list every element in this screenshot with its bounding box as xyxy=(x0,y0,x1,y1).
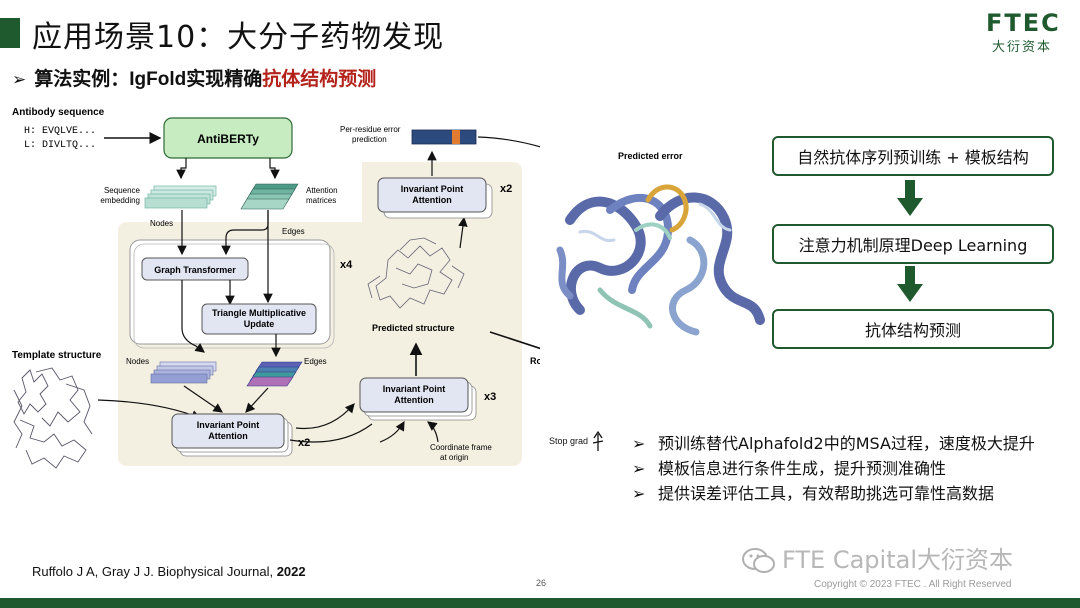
subtitle-algorithm-name: IgFold xyxy=(129,69,187,90)
per-residue-error-label-1: Per-residue error xyxy=(340,125,401,134)
graph-transformer-label: Graph Transformer xyxy=(154,265,236,275)
flow-down-arrow-icon xyxy=(897,266,923,302)
x3-repeat-label: x3 xyxy=(484,391,496,403)
rosetta-refinement-label: Rosetta refinement xyxy=(530,356,540,366)
x4-repeat-label: x4 xyxy=(340,259,353,271)
arrow-bullet-icon: ➢ xyxy=(632,459,646,478)
ipa-box-bottom xyxy=(171,413,285,449)
logo-wordmark: FTEC xyxy=(986,9,1061,37)
flow-step-pretraining: 自然抗体序列预训练 + 模板结构 xyxy=(772,136,1054,176)
arrow-bullet-icon: ➢ xyxy=(12,70,27,90)
attention-matrices-stack xyxy=(240,183,299,210)
antiberty-box xyxy=(163,117,293,159)
ipa-box-top xyxy=(377,177,487,213)
flow-step-prediction: 抗体结构预测 xyxy=(772,309,1054,349)
key-points-list: ➢ 预训练替代Alphafold2中的MSA过程，速度极大提升 ➢ 模板信息进行条件… xyxy=(630,433,1062,508)
ipa-top-label-1: Invariant Point xyxy=(401,184,464,194)
node-features-stack xyxy=(150,361,217,384)
triangle-multiplicative-label-2: Update xyxy=(244,319,275,329)
ftec-logo: FTEC 大衍资本 xyxy=(986,9,1061,55)
sequence-embedding-label-1: Sequence xyxy=(104,186,141,195)
ipa-middle-label-1: Invariant Point xyxy=(383,384,446,394)
flow-step-attention: 注意力机制原理Deep Learning xyxy=(772,224,1054,264)
antibody-sequence-label: Antibody sequence xyxy=(12,107,105,118)
page-number: 26 xyxy=(536,578,547,588)
attention-matrices-label-1: Attention xyxy=(306,186,338,195)
graph-transformer-box xyxy=(141,257,249,281)
ipa-middle-label-2: Attention xyxy=(394,395,434,405)
subtitle-prefix: 算法实例： xyxy=(34,68,130,90)
list-item: ➢ 模板信息进行条件生成，提升预测准确性 xyxy=(630,458,1062,480)
antiberty-label: AntiBERTy xyxy=(197,132,259,146)
watermark-text: FTE Capital大衍资本 xyxy=(782,546,1013,574)
stop-grad-legend: Stop grad xyxy=(549,430,604,452)
edges-label-top: Edges xyxy=(282,227,305,236)
copyright-notice: Copyright © 2023 FTEC . All Right Reserv… xyxy=(814,579,1012,590)
page-title: 应用场景10：大分子药物发现 xyxy=(32,20,445,55)
list-item: ➢ 提供误差评估工具，有效帮助挑选可靠性高数据 xyxy=(630,483,1062,505)
flow-down-arrow-icon xyxy=(897,180,923,216)
per-residue-error-label-2: prediction xyxy=(352,135,387,144)
predicted-error-label: Predicted error xyxy=(618,151,683,161)
citation-text: Ruffolo J A, Gray J J. Biophysical Journ… xyxy=(32,564,277,579)
footer-bar xyxy=(0,598,1080,608)
wechat-icon xyxy=(742,548,775,573)
ipa-bottom-label-1: Invariant Point xyxy=(197,420,260,430)
title-accent-bar xyxy=(0,18,20,48)
coordinate-frame-label-1: Coordinate frame xyxy=(430,443,492,452)
bullet-text: 预训练替代Alphafold2中的MSA过程，速度极大提升 xyxy=(658,434,1035,453)
logo-chinese-name: 大衍资本 xyxy=(991,40,1052,55)
subtitle-mid: 实现精确 xyxy=(186,68,263,90)
bullet-text: 提供误差评估工具，有效帮助挑选可靠性高数据 xyxy=(658,484,995,503)
predicted-error-protein-image: Predicted error xyxy=(556,151,765,336)
arrow-bullet-icon: ➢ xyxy=(632,434,646,453)
coordinate-frame-label-2: at origin xyxy=(440,453,468,462)
triangle-multiplicative-box xyxy=(201,303,317,335)
arrow-bullet-icon: ➢ xyxy=(632,484,646,503)
list-item: ➢ 预训练替代Alphafold2中的MSA过程，速度极大提升 xyxy=(630,433,1062,455)
x2-repeat-label-bottom: x2 xyxy=(298,437,310,449)
heavy-chain-sequence: H: EVQLVE... xyxy=(24,126,96,137)
bullet-text: 模板信息进行条件生成，提升预测准确性 xyxy=(658,459,947,478)
igfold-architecture-diagram: Antibody sequence H: EVQLVE... L: DIVLTQ… xyxy=(12,107,540,469)
nodes-label-mid: Nodes xyxy=(126,357,149,366)
citation-year: 2022 xyxy=(276,564,306,579)
watermark: FTE Capital大衍资本 xyxy=(742,540,1013,575)
stop-grad-icon xyxy=(592,430,604,451)
x2-repeat-label-top: x2 xyxy=(500,183,512,195)
ipa-box-middle xyxy=(359,377,469,413)
light-chain-sequence: L: DIVLTQ... xyxy=(24,140,96,151)
stop-grad-label: Stop grad xyxy=(549,436,589,446)
ipa-top-label-2: Attention xyxy=(412,195,452,205)
per-residue-error-bar xyxy=(411,129,477,145)
attention-matrices-label-2: matrices xyxy=(306,196,336,205)
section-subtitle: ➢ 算法实例：IgFold实现精确抗体结构预测 xyxy=(12,64,376,91)
template-structure-label: Template structure xyxy=(12,350,102,361)
ipa-bottom-label-2: Attention xyxy=(208,431,248,441)
sequence-embedding-stack xyxy=(144,185,217,209)
nodes-label-top: Nodes xyxy=(150,219,173,228)
predicted-structure-label: Predicted structure xyxy=(372,323,455,333)
template-structure-image xyxy=(13,367,93,469)
subtitle-highlight: 抗体结构预测 xyxy=(262,68,377,90)
edges-label-mid: Edges xyxy=(304,357,327,366)
sequence-embedding-label-2: embedding xyxy=(100,196,140,205)
predicted-structure-image xyxy=(367,237,465,309)
triangle-multiplicative-label-1: Triangle Multiplicative xyxy=(212,308,306,318)
edge-features-stack xyxy=(246,361,303,387)
citation: Ruffolo J A, Gray J J. Biophysical Journ… xyxy=(32,564,306,579)
